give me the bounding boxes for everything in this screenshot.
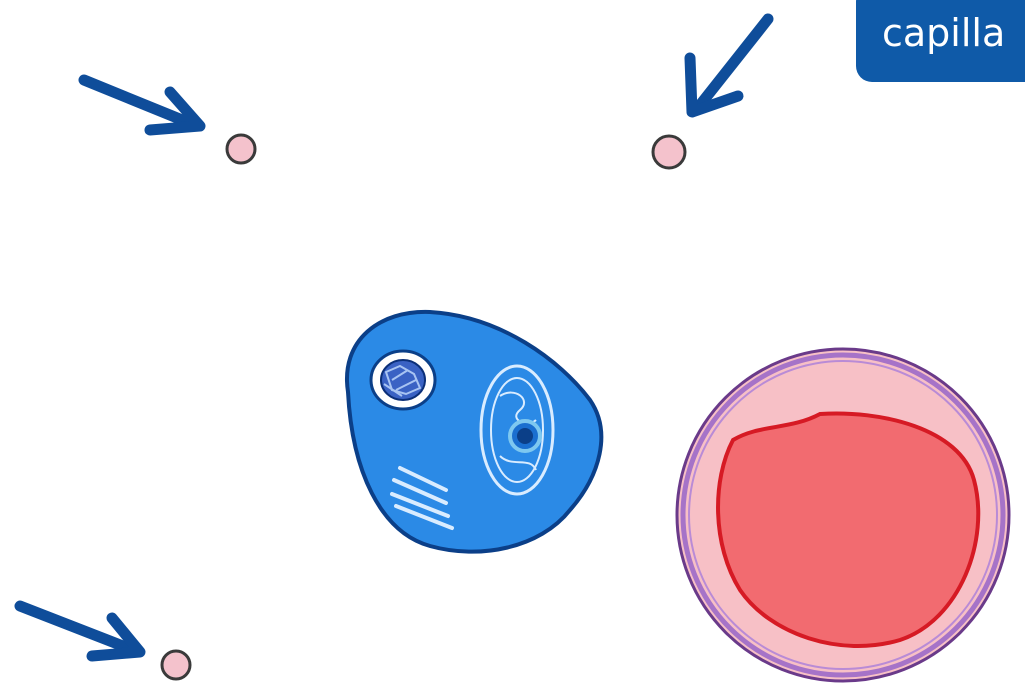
nucleus-organelle	[371, 351, 435, 409]
blue-cell	[347, 312, 601, 552]
particle-2	[653, 136, 685, 168]
arrow-2	[690, 19, 768, 112]
red-blood-cell	[677, 349, 1009, 681]
mitochondrion-organelle	[481, 366, 553, 494]
particle-3	[162, 651, 190, 679]
capillary-label-text: capilla	[882, 11, 1005, 55]
arrow-3	[20, 606, 140, 656]
particle-1	[227, 135, 255, 163]
capillary-label: capilla	[856, 0, 1025, 82]
arrow-1	[84, 80, 200, 130]
